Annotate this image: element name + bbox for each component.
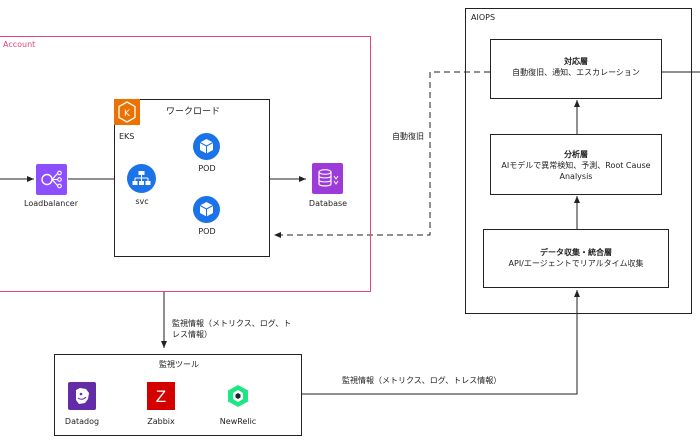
pod-label-2: POD — [198, 227, 216, 236]
svg-text:K: K — [124, 109, 131, 119]
newrelic-icon — [225, 383, 251, 409]
eks-icon: K — [114, 99, 140, 125]
aiops-group: AIOPS — [465, 8, 692, 314]
collection-layer-title: データ収集・統合層 — [540, 248, 612, 257]
svc-label: svc — [135, 197, 149, 206]
zabbix-label: Zabbix — [147, 417, 175, 426]
analysis-layer-desc: AIモデルで異常検知、予測、Root Cause Analysis — [501, 161, 651, 181]
auto-recovery-label: 自動復旧 — [392, 131, 424, 142]
pod-icon — [193, 196, 220, 223]
monitoring-info-label-line2: レス情報） — [172, 330, 212, 339]
collection-layer-box: データ収集・統合層 API/エージェントでリアルタイム収集 — [483, 229, 669, 288]
monitoring-info-label-line1: 監視情報（メトリクス、ログ、ト — [172, 319, 292, 328]
analysis-layer-box: 分析層 AIモデルで異常検知、予測、Root Cause Analysis — [490, 134, 662, 195]
loadbalancer-icon — [36, 164, 67, 195]
account-label: Account — [3, 40, 36, 49]
datadog-label: Datadog — [64, 417, 100, 426]
eks-group-label: ワークロード — [166, 107, 221, 117]
response-layer-title: 対応層 — [564, 57, 588, 66]
database-icon — [312, 163, 343, 194]
aiops-label: AIOPS — [471, 13, 496, 22]
datadog-icon — [68, 382, 96, 410]
pod-label-1: POD — [198, 164, 216, 173]
account-group: Account — [0, 36, 371, 292]
svc-icon — [127, 164, 156, 193]
analysis-layer-title: 分析層 — [564, 150, 588, 159]
loadbalancer-label: Loadbalancer — [24, 199, 78, 208]
newrelic-label: NewRelic — [219, 417, 257, 426]
pod-icon — [193, 133, 220, 160]
zabbix-icon: Z — [147, 382, 175, 410]
svg-text:Z: Z — [156, 387, 166, 406]
response-layer-box: 対応層 自動復旧、通知、エスカレーション — [490, 39, 662, 99]
monitoring-tools-title: 監視ツール — [159, 360, 199, 369]
response-layer-desc: 自動復旧、通知、エスカレーション — [512, 68, 640, 77]
collection-layer-desc: API/エージェントでリアルタイム収集 — [508, 259, 644, 268]
monitoring-info-label-bottom: 監視情報（メトリクス、ログ、トレス情報） — [342, 376, 502, 385]
database-label: Database — [308, 199, 348, 208]
eks-label: EKS — [119, 132, 135, 141]
